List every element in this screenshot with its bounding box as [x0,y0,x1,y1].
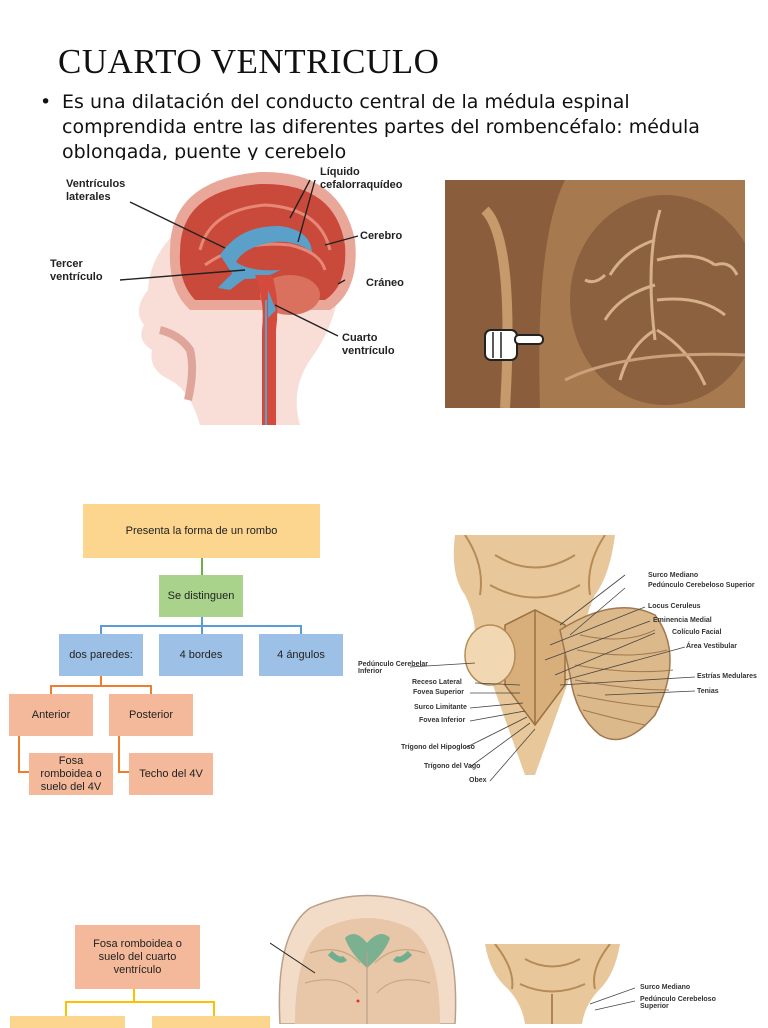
diagram-root-box: Presenta la forma de un rombo [83,504,320,558]
label-trigono-hipogloso: Trígono del Hipogloso [401,744,475,751]
connector [150,685,152,694]
label-fovea-inferior: Fovea Inferior [419,717,466,724]
label-surco-limitante: Surco Limitante [414,704,467,711]
connector [50,685,52,694]
label-ventriculos-laterales: Ventrículos laterales [66,178,126,203]
bullet-dot: • [40,91,52,113]
label-liquido-cefalorraquideo: Líquido cefalorraquídeo [320,166,403,191]
connector [65,1001,215,1003]
label-surco-mediano: Surco Mediano [648,572,699,579]
connector [18,736,20,772]
connector [100,625,102,634]
label-eminencia-medial: Eminencia Medial [653,617,712,624]
diagram-4-bordes-box: 4 bordes [159,634,243,676]
connector [133,988,135,1002]
diagram-techo-box: Techo del 4V [129,753,213,795]
hand-pointer-icon [484,329,544,361]
label-tenias: Tenias [697,688,719,695]
connector [100,625,302,627]
bullet-item: • Es una dilatación del conducto central… [40,90,730,165]
label-pedunculo-superior-2: Pedúnculo Cerebeloso Superior [640,996,716,1010]
fourth-ventricle-floor-illustration [355,535,768,790]
connector [201,557,203,575]
label-coliculo-facial: Colículo Facial [672,629,722,636]
label-locus-ceruleus: Locus Ceruleus [648,603,701,610]
connector [118,771,130,773]
label-cerebro: Cerebro [360,230,403,242]
connector [50,685,152,687]
diagram-posterior-box: Posterior [109,694,193,736]
connector [18,771,30,773]
label-tercer-ventriculo: Tercer ventrículo [50,258,103,283]
connector [118,736,120,772]
label-pedunculo-inferior: Pedúnculo Cerebelar Inferior [358,661,429,675]
label-fovea-superior: Fovea Superior [413,689,464,696]
connector [100,676,102,686]
label-receso-lateral: Receso Lateral [412,679,462,686]
page-title: CUARTO VENTRICULO [58,42,440,81]
label-pedunculo-superior: Pedúnculo Cerebeloso Superior [648,582,755,589]
connector [213,1001,215,1017]
bullet-text: Es una dilatación del conducto central d… [62,91,700,163]
diagram-anterior-box: Anterior [9,694,93,736]
label-surco-mediano-2: Surco Mediano [640,984,691,991]
diagram2-root-box: Fosa romboidea o suelo del cuarto ventrí… [75,925,200,989]
diagram2-child-box-2 [152,1016,270,1028]
diagram-dos-paredes-box: dos paredes: [59,634,143,676]
label-estrias-medulares: Estrías Medulares [697,673,757,680]
skull-base-illustration [270,893,465,1024]
cerebellum-photo [445,180,745,408]
label-area-vestibular: Área Vestibular [686,643,737,650]
label-craneo: Cráneo [366,277,404,289]
label-trigono-vago: Trígono del Vago [424,763,481,770]
diagram2-child-box-1 [10,1016,125,1028]
diagram-se-distinguen-box: Se distinguen [159,575,243,617]
brainstem-partial-illustration [470,944,635,1024]
label-obex: Obex [469,777,487,784]
label-cuarto-ventriculo: Cuarto ventrículo [342,332,395,357]
diagram-fosa-romboidea-box: Fosa romboidea o suelo del 4V [29,753,113,795]
diagram-4-angulos-box: 4 ángulos [259,634,343,676]
brain-sagittal-illustration [40,160,430,425]
connector [65,1001,67,1017]
connector [300,625,302,634]
